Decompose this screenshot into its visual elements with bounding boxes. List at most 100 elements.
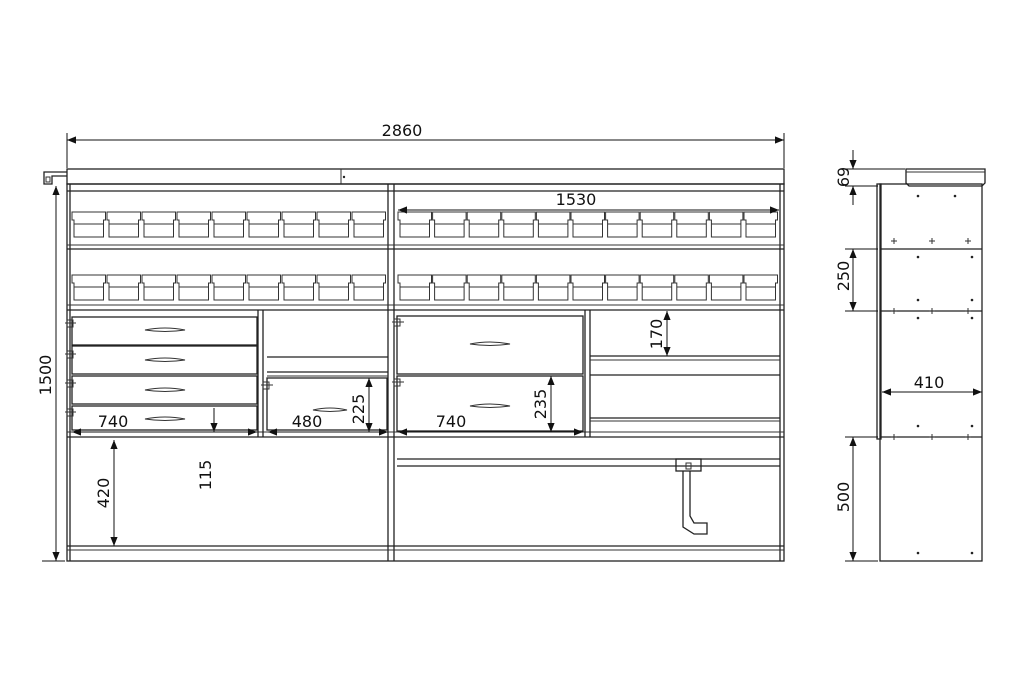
- storage-bin: [639, 274, 675, 301]
- storage-bin: [176, 274, 211, 301]
- storage-bin: [570, 211, 605, 238]
- fixing-dot: [970, 424, 974, 428]
- front-view: [43, 168, 785, 562]
- side-fixing-points: [891, 194, 974, 555]
- right-drawer-block: [392, 310, 780, 437]
- bracket-hole: [45, 176, 51, 183]
- dim-right-drawer-width: 740: [436, 412, 467, 431]
- storage-bin: [535, 211, 571, 238]
- right-drawer-upper: [396, 315, 584, 375]
- drawer-1: [71, 316, 258, 346]
- drawer-handle: [312, 407, 348, 412]
- dim-top-tray-height: 69: [834, 167, 853, 187]
- storage-bin: [246, 211, 281, 238]
- drawer-handle: [144, 357, 186, 362]
- shelf-pin: [929, 238, 935, 244]
- drawer-handle: [144, 387, 186, 392]
- hinge: [261, 381, 273, 390]
- hinge: [65, 379, 76, 388]
- storage-bin: [466, 211, 502, 238]
- shelves: [67, 190, 784, 551]
- left-bracket: [43, 171, 67, 185]
- side-top-tray: [905, 168, 986, 187]
- storage-bin: [535, 274, 571, 301]
- storage-bin: [106, 274, 141, 301]
- dim-right-shelf-height: 170: [647, 319, 666, 350]
- fixing-dot: [953, 194, 957, 198]
- storage-bin: [743, 211, 778, 238]
- storage-bin: [106, 211, 141, 238]
- storage-bin: [605, 211, 640, 238]
- fixing-dot: [970, 298, 974, 302]
- drawer-handle: [144, 327, 186, 332]
- crank-handle: [682, 471, 708, 535]
- shelf-pin: [929, 308, 935, 314]
- storage-bin: [246, 274, 281, 301]
- shelf-pin: [891, 434, 897, 440]
- storage-bin: [397, 274, 432, 301]
- dim-right-drawer-height: 235: [531, 389, 550, 420]
- storage-bin: [639, 211, 675, 238]
- lower-right-compartment: [397, 458, 780, 535]
- hinge: [392, 318, 404, 327]
- fixing-dot: [916, 424, 920, 428]
- storage-bin: [743, 274, 778, 301]
- storage-bin: [674, 211, 709, 238]
- fixing-dot: [970, 551, 974, 555]
- dim-shelf-spacing: 250: [834, 261, 853, 292]
- dim-overall-height: 1500: [36, 355, 55, 396]
- storage-bin: [316, 211, 351, 238]
- storage-bin: [501, 211, 536, 238]
- storage-bin: [397, 211, 432, 238]
- drawer-3: [71, 375, 258, 405]
- front-dimensions: 2860 1530 1500 740 115 480 225 740 235 1…: [36, 121, 785, 562]
- storage-bin: [141, 274, 176, 301]
- storage-bin: [708, 274, 744, 301]
- side-frame: [879, 183, 983, 562]
- crank-mount: [675, 458, 702, 472]
- storage-bin: [432, 211, 467, 238]
- worktop: [66, 168, 785, 185]
- fixing-dot: [916, 551, 920, 555]
- drawer-handle: [469, 403, 511, 408]
- fixing-dot: [916, 255, 920, 259]
- storage-bin: [141, 211, 176, 238]
- drawer-handle: [144, 416, 186, 421]
- shelf-pin: [965, 434, 971, 440]
- drawer-handle: [469, 341, 511, 346]
- hinge: [65, 319, 76, 328]
- shelf-pin: [965, 238, 971, 244]
- hinge: [65, 350, 76, 359]
- storage-bin: [281, 211, 316, 238]
- worktop-screw: [342, 175, 346, 179]
- storage-bin: [570, 274, 605, 301]
- left-drawer-block: [65, 310, 264, 437]
- storage-bin: [71, 274, 106, 301]
- dim-center-drawer-width: 480: [292, 412, 323, 431]
- dim-lower-compartment-height: 420: [94, 478, 113, 509]
- storage-bin: [351, 211, 386, 238]
- storage-bin: [211, 211, 246, 238]
- storage-bin: [71, 211, 106, 238]
- hinge: [65, 408, 76, 417]
- storage-bin: [176, 211, 211, 238]
- fixing-dot: [916, 316, 920, 320]
- storage-bins: [71, 211, 778, 301]
- fixing-dot: [970, 255, 974, 259]
- storage-bin: [605, 274, 640, 301]
- storage-bin: [708, 211, 744, 238]
- storage-bin: [674, 274, 709, 301]
- shelf-pin: [965, 308, 971, 314]
- hinge: [392, 378, 404, 387]
- dim-lower-height: 500: [834, 482, 853, 513]
- dim-right-section-width: 1530: [556, 190, 597, 209]
- dim-side-depth: 410: [914, 373, 945, 392]
- shelf-pin: [891, 238, 897, 244]
- storage-bin: [351, 274, 386, 301]
- dim-left-drawer-gap: 115: [196, 460, 215, 491]
- storage-bin: [211, 274, 246, 301]
- storage-bin: [316, 274, 351, 301]
- cabinet-frame: [66, 183, 785, 562]
- storage-bin: [432, 274, 467, 301]
